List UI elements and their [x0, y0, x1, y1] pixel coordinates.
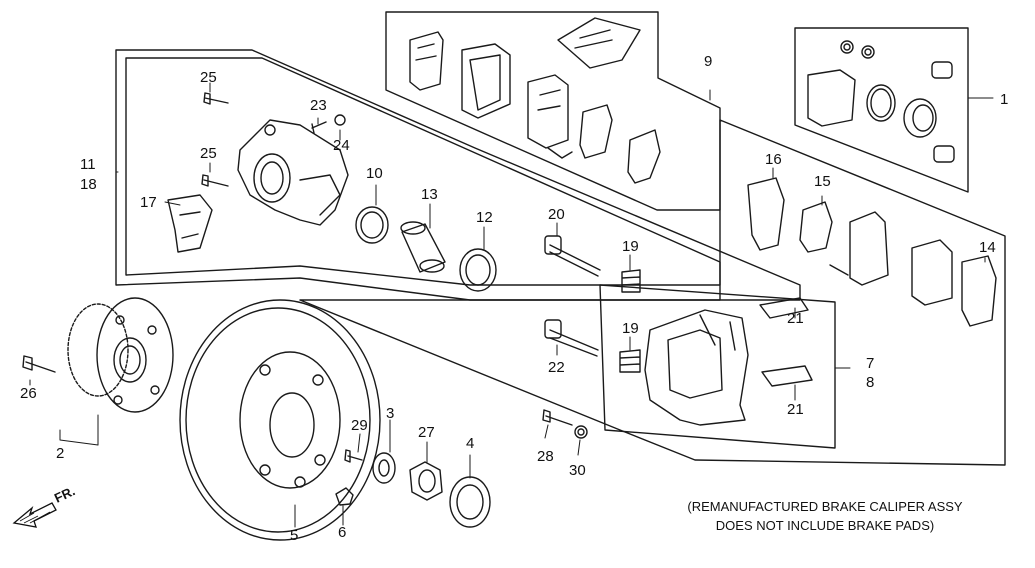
pad-spring-17: [167, 194, 213, 253]
piston-seal: [355, 206, 389, 244]
leader-lines: [29, 82, 994, 528]
washer-3: [372, 452, 396, 484]
caliper-bracket: [644, 309, 749, 426]
callout-18: 18: [80, 176, 97, 193]
callout-25a: 25: [200, 69, 217, 86]
caliper-bolt-25b: [201, 174, 229, 187]
pad-shim-15: [799, 201, 833, 253]
pad-retainer-clip: [627, 129, 661, 184]
seal-kit-parts: [807, 40, 955, 163]
group-box-11-18: [115, 49, 801, 301]
disc-screw-29: [344, 449, 363, 463]
note-line-1: (REMANUFACTURED BRAKE CALIPER ASSY: [687, 499, 963, 514]
callout-17: 17: [140, 194, 157, 211]
hub-bolt-26: [22, 355, 56, 373]
note-line-2: DOES NOT INCLUDE BRAKE PADS): [715, 518, 935, 533]
pin-boot-19b: [619, 349, 641, 373]
callout-15: 15: [814, 173, 831, 190]
brake-pad-outer: [911, 239, 953, 306]
caliper-pin-20: [544, 235, 601, 277]
caliper-pin-22: [544, 319, 599, 357]
callout-27: 27: [418, 424, 435, 441]
caliper-bolt-25a: [203, 92, 229, 105]
callout-21b: 21: [787, 401, 804, 418]
pad-shim-plate: [579, 104, 613, 159]
group-box-1: [794, 27, 969, 193]
callout-3: 3: [386, 405, 394, 422]
direction-label: FR.: [52, 483, 77, 505]
bracket-bolt-28: [542, 409, 573, 426]
callout-2: 2: [56, 445, 64, 462]
callout-14: 14: [979, 239, 996, 256]
group-box-7-8-inner: [599, 284, 836, 449]
caliper-note: (REMANUFACTURED BRAKE CALIPER ASSY DOES …: [640, 497, 1010, 535]
washer-30: [574, 425, 588, 439]
group-box-14-16: [299, 119, 1006, 466]
front-direction-arrow: FR.: [12, 483, 77, 528]
brake-pad-with-wear-indicator: [527, 74, 573, 159]
brake-pad: [461, 43, 511, 119]
bleeder-screw: [311, 121, 327, 134]
callout-11: 11: [80, 156, 96, 173]
caliper-piston: [400, 221, 446, 273]
callout-24: 24: [333, 137, 350, 154]
callout-10: 10: [366, 165, 383, 182]
pad-shim-16: [747, 177, 785, 251]
callout-21a: 21: [787, 310, 804, 327]
piston-boot: [459, 248, 497, 292]
brake-pad-inner: [829, 211, 889, 286]
callout-13: 13: [421, 186, 438, 203]
callout-23: 23: [310, 97, 327, 114]
grease-packet: [557, 17, 641, 69]
callout-9: 9: [704, 53, 712, 70]
callout-12: 12: [476, 209, 493, 226]
callout-29: 29: [351, 417, 368, 434]
callout-5: 5: [290, 527, 298, 544]
callout-19a: 19: [622, 238, 639, 255]
callout-6: 6: [338, 524, 346, 541]
callout-30: 30: [569, 462, 586, 479]
group-box-7-8: [125, 57, 721, 286]
pad-retainer-21a: [759, 297, 809, 319]
pin-boot-19a: [621, 269, 641, 293]
hub-cap-4: [449, 476, 491, 528]
hub-bearing-unit: [67, 297, 174, 413]
callout-26: 26: [20, 385, 37, 402]
bleeder-cap: [334, 114, 346, 126]
callout-19b: 19: [622, 320, 639, 337]
spindle-nut-6: [335, 487, 354, 506]
pad-retainer-21b: [761, 365, 813, 387]
pad-shim-14: [961, 255, 997, 327]
callout-20: 20: [548, 206, 565, 223]
brake-disc: [179, 299, 381, 541]
spindle-nut-27: [409, 461, 443, 501]
callouts: 1 2 3 4 5 6 7 8 9 10 11 18 12 13 14 15 1…: [20, 53, 1008, 544]
callout-22: 22: [548, 359, 565, 376]
callout-1: 1: [1000, 91, 1008, 108]
callout-28: 28: [537, 448, 554, 465]
callout-7: 7: [866, 355, 874, 372]
brake-pad-shim: [409, 31, 444, 91]
callout-25b: 25: [200, 145, 217, 162]
callout-8: 8: [866, 374, 874, 391]
caliper-body: [237, 119, 349, 226]
callout-16: 16: [765, 151, 782, 168]
callout-4: 4: [466, 435, 474, 452]
